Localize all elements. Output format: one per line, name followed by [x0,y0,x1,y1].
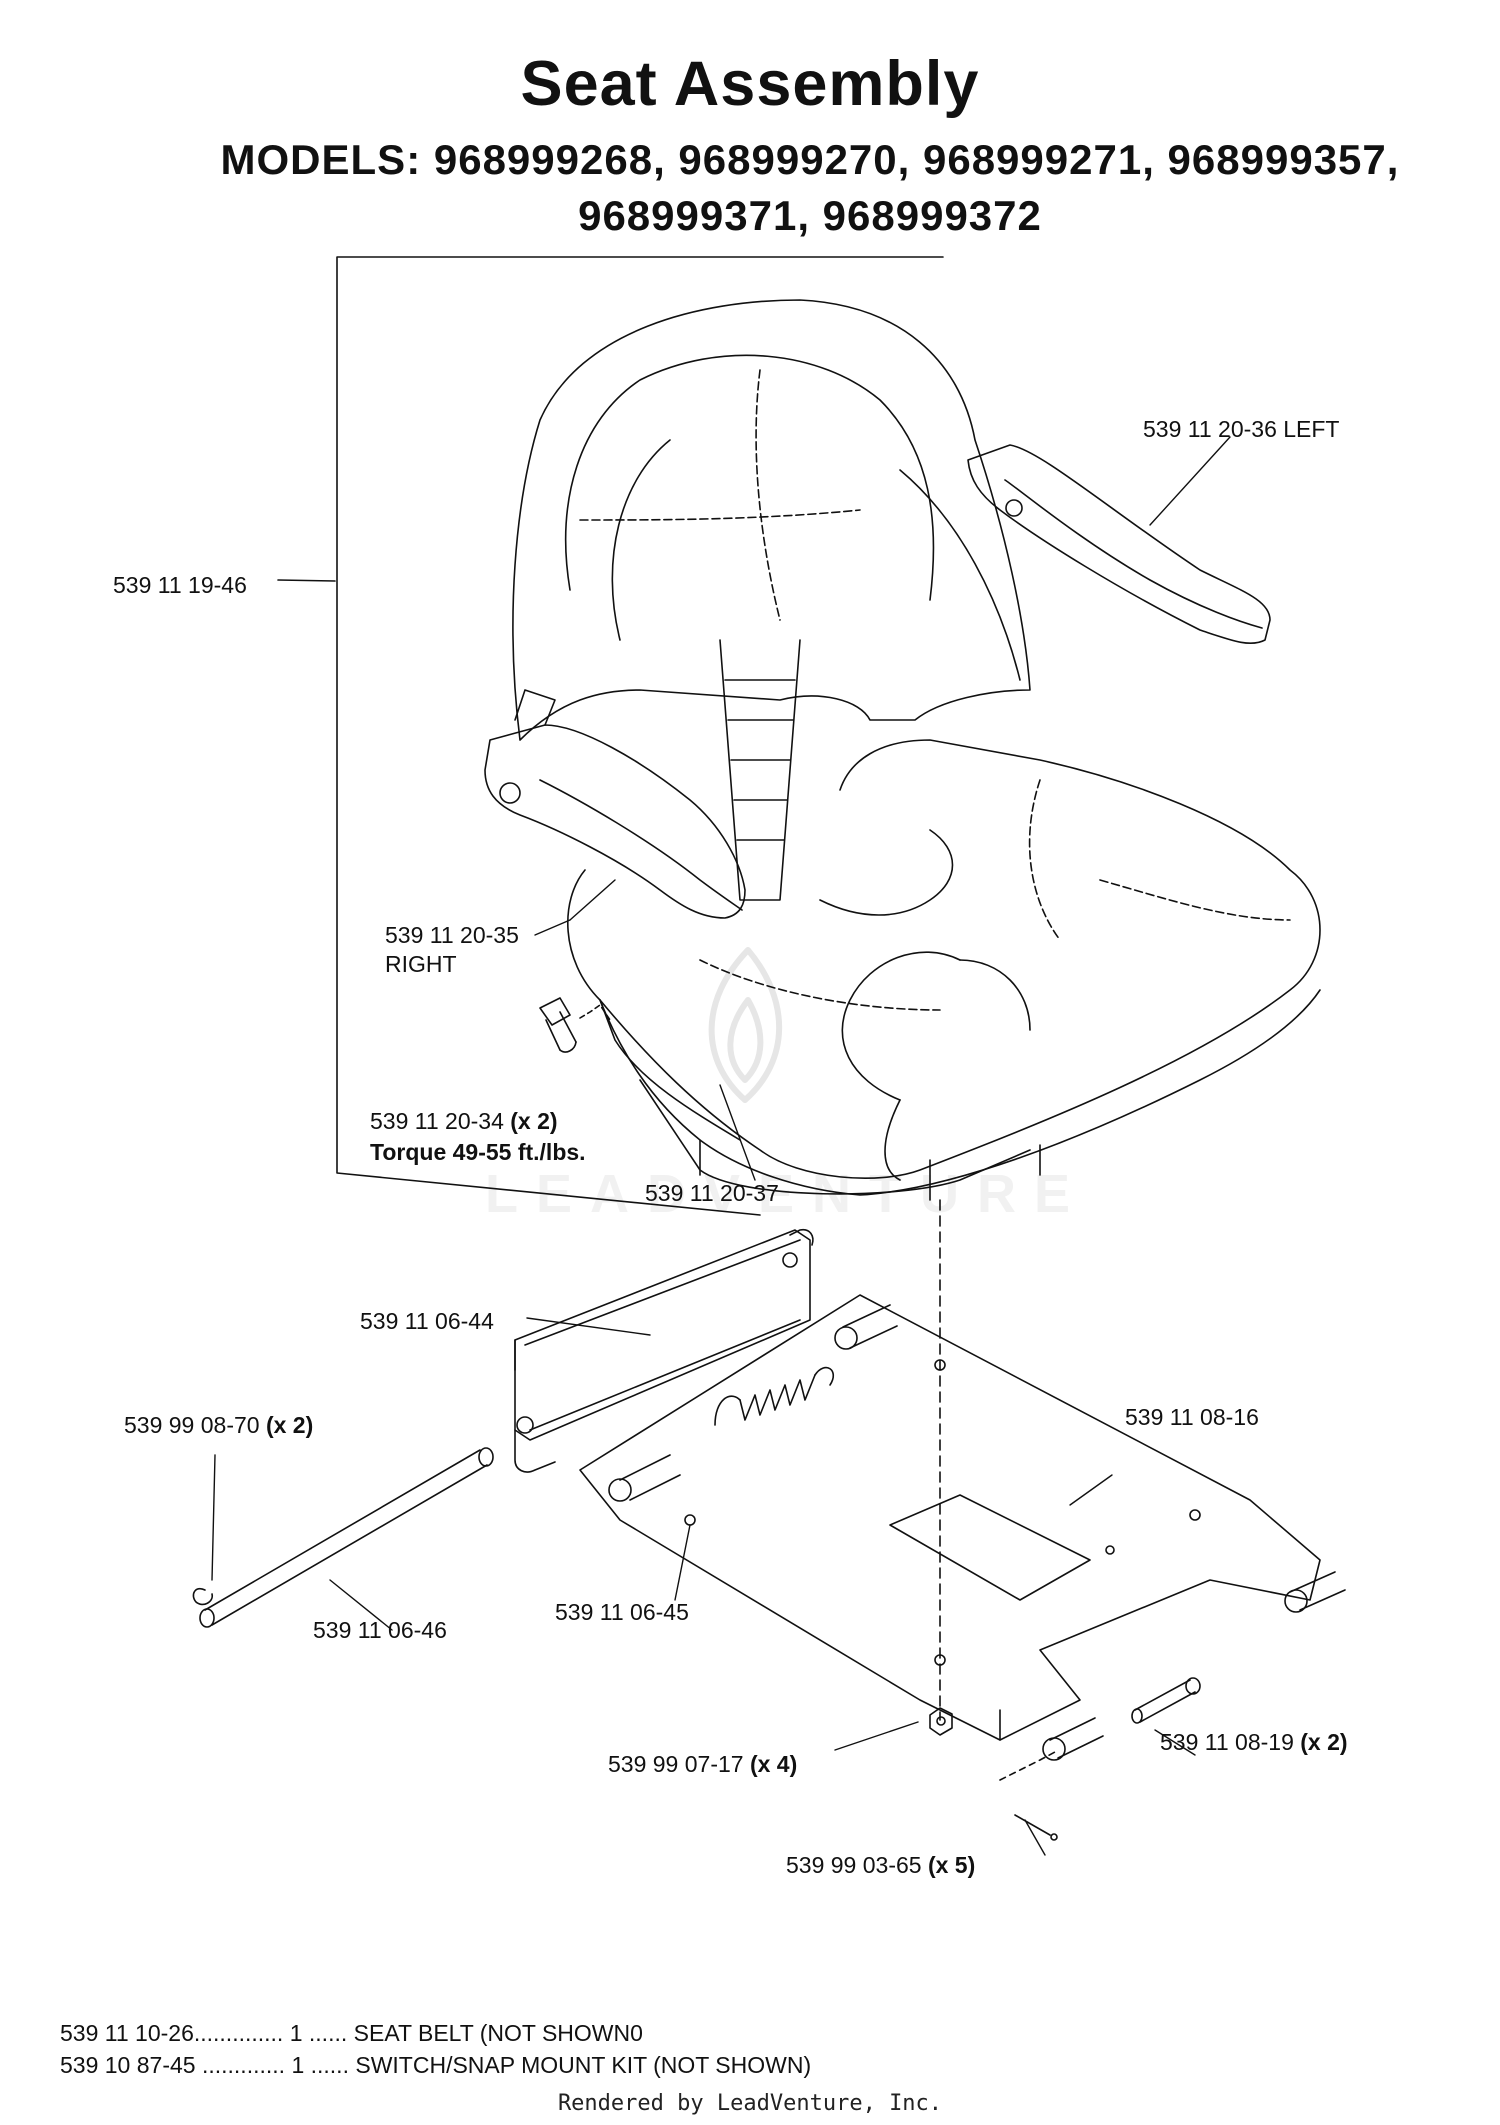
callout-nut-qty: (x 4) [749,1751,798,1777]
nut-part [929,1707,953,1736]
callout-pin-number: 539 11 08-19 [1160,1729,1294,1755]
leader-lines [211,436,1231,1856]
footer-credit: Rendered by LeadVenture, Inc. [557,2091,943,2116]
callout-clip-qty: (x 2) [265,1412,314,1438]
callout-armrest-right-side: RIGHT [385,951,457,977]
callout-bolt-qty: (x 2) [510,1108,558,1134]
callout-cotter-number: 539 99 03-65 [786,1852,922,1878]
callout-clip-number: 539 99 08-70 [124,1412,260,1438]
callout-bolt: 539 11 20-34 (x 2) [370,1107,558,1135]
list-item: 539 10 87-45 ............. 1 ...... SWIT… [60,2052,812,2078]
callout-seat-plate: 539 11 08-16 [1125,1404,1259,1430]
page-title: Seat Assembly [520,49,980,119]
callout-bolt-number: 539 11 20-34 [370,1108,504,1134]
callout-seat-slide: 539 11 06-44 [360,1308,494,1334]
callout-cotter-qty: (x 5) [927,1852,976,1878]
callout-pin: 539 11 08-19 (x 2) [1160,1728,1348,1756]
seat-slide-part [514,1228,814,1473]
seat-plate-part [579,1294,1346,1761]
callout-torque: Torque 49-55 ft./lbs. [370,1138,586,1166]
models-line-2: 968999371, 968999372 [578,192,1042,239]
callout-nut: 539 99 07-17 (x 4) [608,1750,797,1778]
callout-rod: 539 11 06-46 [313,1617,447,1643]
callout-clip: 539 99 08-70 (x 2) [124,1411,313,1439]
bolt-part [539,997,611,1053]
callout-armrest-left: 539 11 20-36 LEFT [1143,416,1340,442]
models-heading: MODELS: 968999268, 968999270, 968999271,… [150,132,1470,244]
seat-assembly-bracket [277,256,944,1216]
spring-part [714,1366,835,1426]
cotter-pin-part [999,1751,1058,1841]
callout-spring: 539 11 06-45 [555,1599,689,1625]
rod-part [192,1447,494,1628]
seat-illustration [484,299,1321,1201]
callout-seat-assembly: 539 11 19-46 [113,572,247,598]
watermark-logo [708,947,783,1103]
list-item: 539 11 10-26.............. 1 ...... SEAT… [60,2020,643,2046]
callout-seat: 539 11 20-37 [645,1180,779,1206]
callout-armrest-right: 539 11 20-35 [385,922,519,948]
parts-not-shown-list: 539 11 10-26.............. 1 ...... SEAT… [60,2017,811,2081]
callout-cotter: 539 99 03-65 (x 5) [786,1851,975,1879]
models-line-1: MODELS: 968999268, 968999270, 968999271,… [220,136,1400,183]
pin-part [1131,1677,1201,1724]
callout-pin-qty: (x 2) [1300,1729,1348,1755]
callout-torque-text: Torque 49-55 ft./lbs. [370,1139,586,1165]
callout-nut-number: 539 99 07-17 [608,1751,744,1777]
